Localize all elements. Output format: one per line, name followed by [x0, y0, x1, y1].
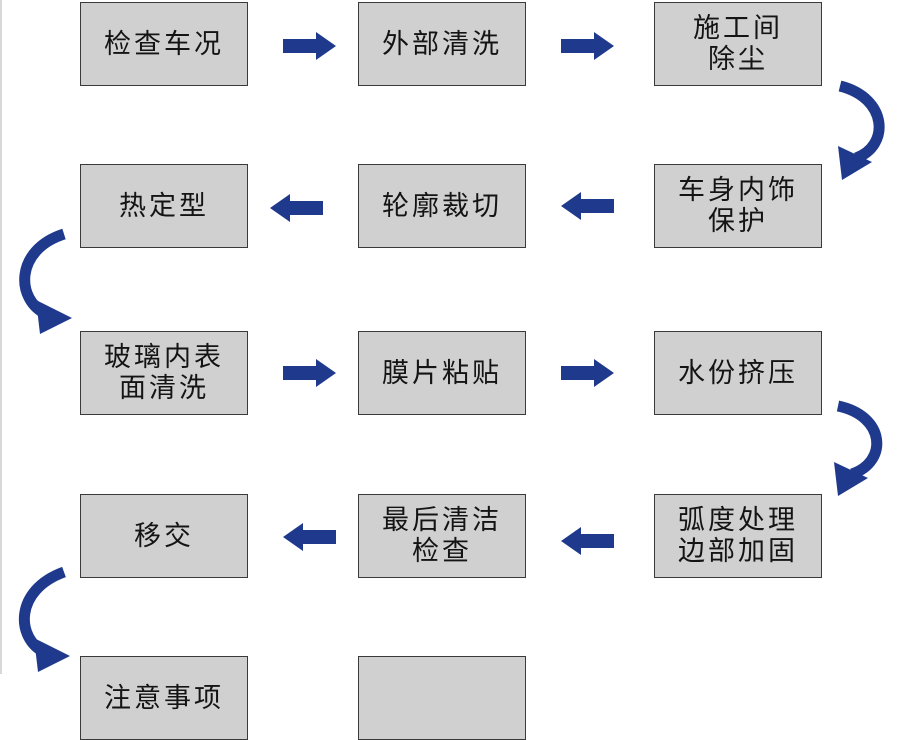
- step-label: 玻璃内表 面清洗: [104, 342, 224, 404]
- step-label: 检查车况: [104, 28, 224, 60]
- step-label: 轮廓裁切: [382, 190, 502, 222]
- curve-down-arrow-icon: [836, 400, 883, 480]
- step-label: 膜片粘贴: [382, 357, 502, 389]
- step-label: 注意事项: [104, 682, 224, 714]
- left-arrow-icon: [561, 527, 614, 555]
- curve-down-arrow-icon: [838, 80, 885, 164]
- right-arrow-icon: [283, 359, 336, 387]
- step-film-application: 膜片粘贴: [358, 331, 526, 415]
- step-workspace-dust-removal: 施工间 除尘: [654, 2, 822, 86]
- step-interior-protection: 车身内饰 保护: [654, 164, 822, 248]
- step-check-vehicle: 检查车况: [80, 2, 248, 86]
- step-label: 最后清洁 检查: [382, 505, 502, 567]
- step-label: 水份挤压: [678, 357, 798, 389]
- step-label: 车身内饰 保护: [678, 175, 798, 237]
- step-label: 弧度处理 边部加固: [678, 505, 798, 567]
- arrowhead-icon: [834, 462, 868, 496]
- left-arrow-icon: [283, 523, 336, 551]
- step-label: 外部清洗: [382, 28, 502, 60]
- step-label: 移交: [134, 520, 194, 552]
- step-curve-edge-reinforce: 弧度处理 边部加固: [654, 494, 822, 578]
- arrowhead-icon: [838, 146, 872, 180]
- right-arrow-icon: [561, 32, 614, 60]
- step-label: 施工间 除尘: [693, 13, 783, 75]
- step-heat-shaping: 热定型: [80, 164, 248, 248]
- right-arrow-icon: [561, 359, 614, 387]
- step-glass-inner-cleaning: 玻璃内表 面清洗: [80, 331, 248, 415]
- curve-down-arrow-icon: [18, 566, 67, 657]
- left-border-line: [0, 0, 2, 674]
- left-arrow-icon: [561, 192, 614, 220]
- step-contour-cutting: 轮廓裁切: [358, 164, 526, 248]
- step-exterior-wash: 外部清洗: [358, 2, 526, 86]
- step-label: 热定型: [119, 190, 209, 222]
- step-water-squeeze: 水份挤压: [654, 331, 822, 415]
- curve-down-arrow-icon: [19, 228, 66, 319]
- left-arrow-icon: [270, 194, 323, 222]
- step-handover: 移交: [80, 494, 248, 578]
- arrowhead-icon: [36, 300, 72, 334]
- step-final-cleaning-check: 最后清洁 检查: [358, 494, 526, 578]
- right-arrow-icon: [283, 32, 336, 60]
- flow-arrows: [18, 32, 885, 672]
- arrowhead-icon: [34, 638, 70, 672]
